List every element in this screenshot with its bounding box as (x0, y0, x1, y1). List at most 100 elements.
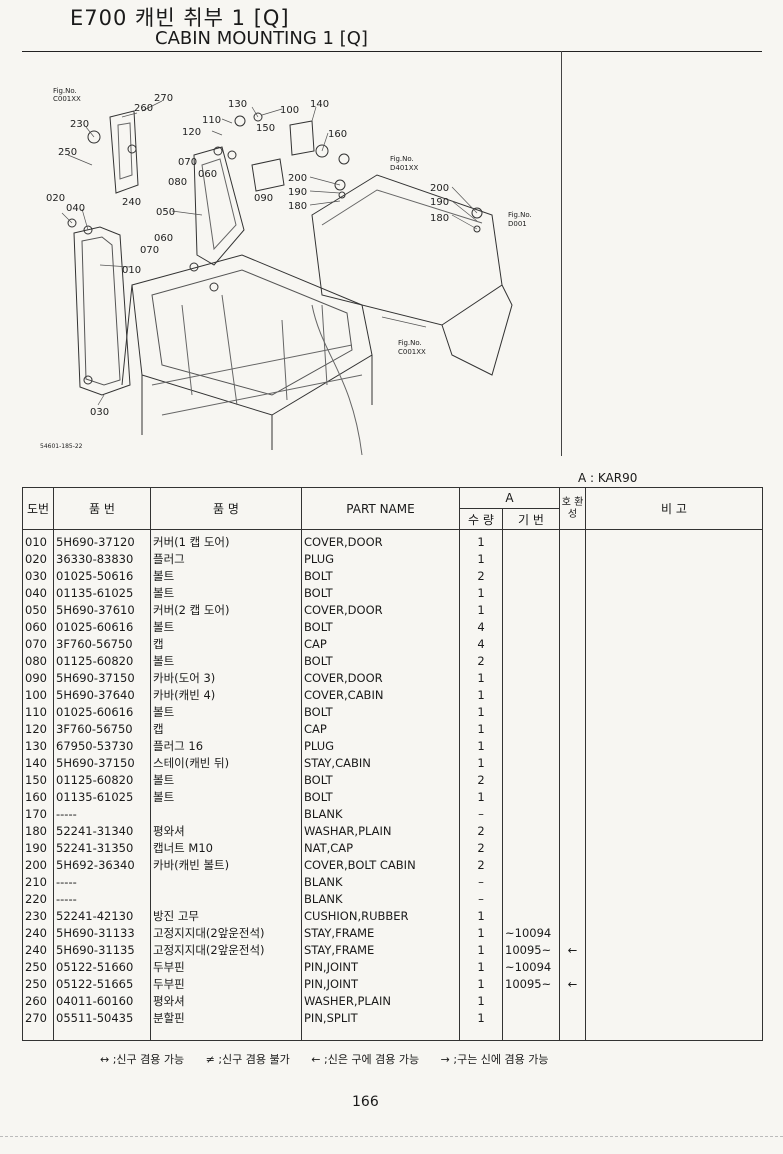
remarks-cell (585, 992, 763, 1009)
part-name-en: CUSHION,RUBBER (301, 907, 460, 924)
part-name-kr: 캡너트 M10 (150, 839, 302, 856)
interchange-mark (559, 703, 586, 720)
serial-range (502, 992, 560, 1009)
part-name-kr: 플러그 16 (150, 737, 302, 754)
serial-range (502, 652, 560, 669)
serial-range (502, 669, 560, 686)
part-number: 36330-83830 (53, 550, 151, 567)
svg-text:130: 130 (228, 99, 247, 110)
serial-range (502, 550, 560, 567)
svg-text:180: 180 (288, 201, 307, 212)
serial-range (502, 754, 560, 771)
remarks-cell (585, 529, 763, 550)
interchange-mark (559, 550, 586, 567)
serial-range (502, 1009, 560, 1041)
page-bottom-edge (0, 1136, 783, 1137)
remarks-cell (585, 754, 763, 771)
interchange-mark (559, 601, 586, 618)
table-row: 210-----BLANK– (22, 873, 763, 890)
quantity: 1 (459, 907, 503, 924)
remarks-cell (585, 924, 763, 941)
part-name-kr: 스테이(캐빈 뒤) (150, 754, 302, 771)
remarks-cell (585, 737, 763, 754)
serial-range (502, 907, 560, 924)
remarks-cell (585, 601, 763, 618)
part-name-kr: 볼트 (150, 584, 302, 601)
part-ref-no: 270 (22, 1009, 54, 1041)
part-name-en: STAY,FRAME (301, 941, 460, 958)
part-name-kr: 볼트 (150, 703, 302, 720)
remarks-cell (585, 771, 763, 788)
part-number: 5H690-37640 (53, 686, 151, 703)
part-name-kr: 캡 (150, 720, 302, 737)
quantity: 1 (459, 601, 503, 618)
page-title-en: CABIN MOUNTING 1 [Q] (155, 28, 368, 49)
col-header-group-a: A (459, 487, 560, 509)
svg-text:010: 010 (122, 265, 141, 276)
svg-text:250: 250 (58, 147, 77, 158)
remarks-cell (585, 686, 763, 703)
part-name-en: PLUG (301, 550, 460, 567)
svg-text:110: 110 (202, 115, 221, 126)
part-number: 3F760-56750 (53, 635, 151, 652)
interchange-mark (559, 618, 586, 635)
part-number: 5H690-37150 (53, 669, 151, 686)
quantity: 1 (459, 975, 503, 992)
part-name-en: PIN,SPLIT (301, 1009, 460, 1041)
part-ref-no: 170 (22, 805, 54, 822)
quantity: 1 (459, 754, 503, 771)
svg-text:140: 140 (310, 99, 329, 110)
part-ref-no: 230 (22, 907, 54, 924)
part-ref-no: 240 (22, 924, 54, 941)
serial-range (502, 635, 560, 652)
svg-text:200: 200 (430, 183, 449, 194)
part-number: 5H690-31133 (53, 924, 151, 941)
part-ref-no: 190 (22, 839, 54, 856)
remarks-cell (585, 567, 763, 584)
part-ref-no: 050 (22, 601, 54, 618)
quantity: 4 (459, 618, 503, 635)
quantity: 1 (459, 737, 503, 754)
interchange-mark (559, 686, 586, 703)
remarks-cell (585, 1009, 763, 1041)
quantity: 1 (459, 703, 503, 720)
part-name-kr: 플러그 (150, 550, 302, 567)
interchange-mark (559, 720, 586, 737)
part-name-en: COVER,DOOR (301, 669, 460, 686)
part-name-en: BOLT (301, 788, 460, 805)
interchange-mark (559, 584, 586, 601)
part-ref-no: 200 (22, 856, 54, 873)
part-name-kr: 캡 (150, 635, 302, 652)
part-ref-no: 040 (22, 584, 54, 601)
part-name-en: CAP (301, 720, 460, 737)
part-number: 5H690-37120 (53, 529, 151, 550)
remarks-cell (585, 907, 763, 924)
quantity: 1 (459, 924, 503, 941)
part-ref-no: 020 (22, 550, 54, 567)
part-ref-no: 010 (22, 529, 54, 550)
interchange-mark (559, 529, 586, 550)
remarks-cell (585, 652, 763, 669)
interchange-mark (559, 958, 586, 975)
remarks-cell (585, 635, 763, 652)
serial-range (502, 567, 560, 584)
interchange-mark (559, 737, 586, 754)
part-ref-no: 130 (22, 737, 54, 754)
svg-text:180: 180 (430, 213, 449, 224)
part-ref-no: 070 (22, 635, 54, 652)
part-number: 01135-61025 (53, 584, 151, 601)
interchange-mark: ← (559, 975, 586, 992)
svg-text:050: 050 (156, 207, 175, 218)
